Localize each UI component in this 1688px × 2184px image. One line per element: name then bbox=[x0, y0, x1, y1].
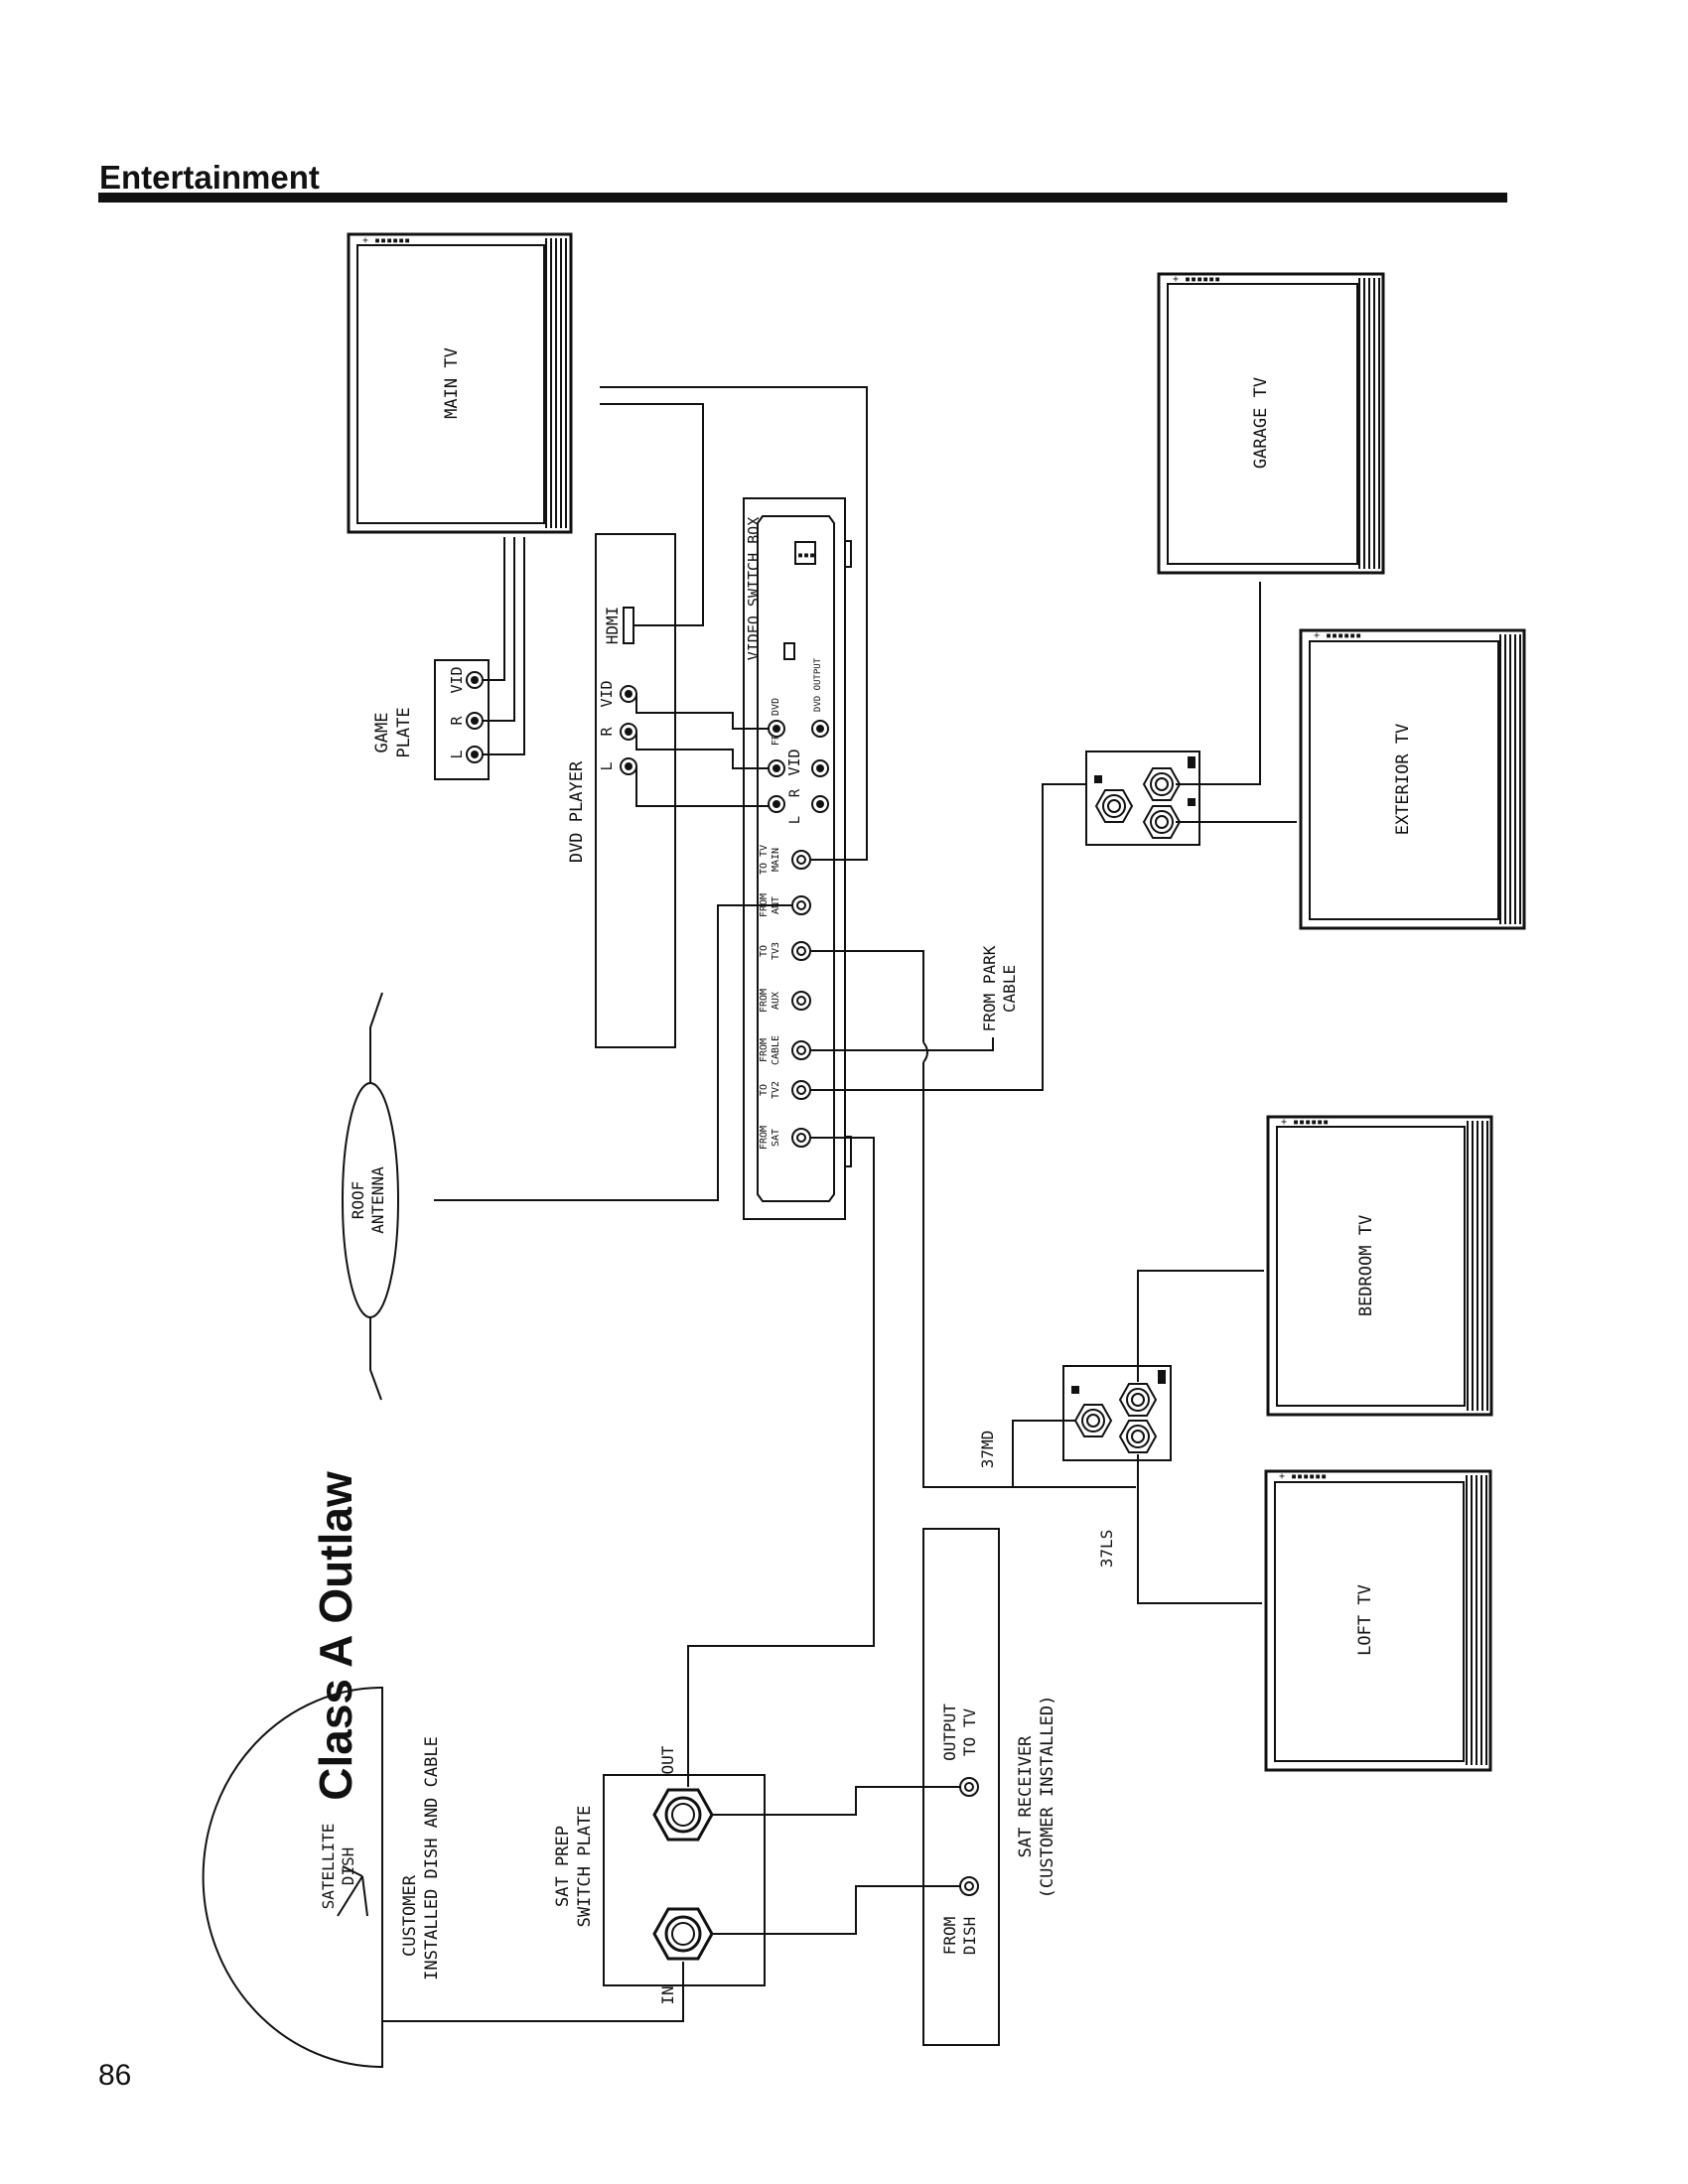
game-plate: VID R L GAME PLATE bbox=[372, 659, 490, 780]
svg-text:▪▪▪: ▪▪▪ bbox=[797, 550, 815, 561]
svg-text:CABLE: CABLE bbox=[771, 1035, 781, 1065]
loft-tv: + ▪▪▪▪▪▪ LOFT TV bbox=[1264, 1469, 1492, 1772]
garage-tv-label: GARAGE TV bbox=[1251, 377, 1271, 469]
svg-text:CABLE: CABLE bbox=[1000, 965, 1019, 1013]
svg-text:+ ▪▪▪▪▪▪: + ▪▪▪▪▪▪ bbox=[1314, 630, 1361, 641]
svg-text:CUSTOMER: CUSTOMER bbox=[400, 1874, 420, 1957]
svg-text:TO: TO bbox=[759, 945, 770, 957]
svg-text:GAME: GAME bbox=[372, 713, 392, 753]
svg-text:TV2: TV2 bbox=[771, 1081, 781, 1099]
svg-text:AUX: AUX bbox=[771, 992, 781, 1010]
loft-tv-label: LOFT TV bbox=[1355, 1584, 1375, 1656]
svg-text:DISH: DISH bbox=[339, 1847, 357, 1886]
diagram-heading: Class A Outlaw bbox=[310, 1471, 361, 1801]
svg-text:DVD OUTPUT: DVD OUTPUT bbox=[813, 657, 823, 712]
svg-text:HDMI: HDMI bbox=[603, 607, 622, 645]
exterior-tv: + ▪▪▪▪▪▪ EXTERIOR TV bbox=[1299, 628, 1526, 930]
satellite-dish: SATELLITE DISH bbox=[202, 1686, 383, 2069]
svg-text:INSTALLED DISH AND CABLE: INSTALLED DISH AND CABLE bbox=[422, 1736, 442, 1980]
svg-text:+ ▪▪▪▪▪▪: + ▪▪▪▪▪▪ bbox=[362, 235, 410, 246]
page-number: 86 bbox=[98, 2059, 132, 2092]
svg-text:DISH: DISH bbox=[960, 1917, 979, 1956]
svg-text:SAT RECEIVER: SAT RECEIVER bbox=[1016, 1735, 1036, 1858]
main-tv: + ▪▪▪▪▪▪ MAIN TV bbox=[347, 232, 573, 534]
svg-text:37MD: 37MD bbox=[978, 1431, 997, 1469]
hdmi-port bbox=[623, 607, 634, 644]
svg-text:L: L bbox=[448, 750, 466, 758]
sat-receiver: OUTPUT TO TV FROM DISH SAT RECEIVER (CUS… bbox=[922, 1528, 1057, 2046]
svg-text:SATELLITE: SATELLITE bbox=[319, 1824, 338, 1910]
svg-text:OUT: OUT bbox=[658, 1745, 677, 1774]
svg-text:TV3: TV3 bbox=[771, 942, 781, 960]
svg-text:+ ▪▪▪▪▪▪: + ▪▪▪▪▪▪ bbox=[1173, 274, 1220, 285]
svg-text:DVD PLAYER: DVD PLAYER bbox=[567, 760, 587, 863]
svg-text:FROM: FROM bbox=[940, 1917, 959, 1956]
svg-text:VID: VID bbox=[785, 749, 803, 775]
sat-prep-switch-plate: OUT IN SAT PREP SWITCH PLATE bbox=[553, 1745, 766, 2005]
bedroom-tv: + ▪▪▪▪▪▪ BEDROOM TV bbox=[1266, 1115, 1493, 1417]
svg-text:L: L bbox=[598, 761, 616, 770]
svg-text:FROM: FROM bbox=[759, 1126, 770, 1150]
garage-tv: + ▪▪▪▪▪▪ GARAGE TV bbox=[1157, 272, 1385, 575]
svg-text:FROM: FROM bbox=[759, 1038, 770, 1062]
svg-text:+ ▪▪▪▪▪▪: + ▪▪▪▪▪▪ bbox=[1281, 1117, 1329, 1128]
roof-antenna: ROOF ANTENNA bbox=[342, 992, 399, 1401]
svg-text:SWITCH PLATE: SWITCH PLATE bbox=[575, 1806, 595, 1928]
svg-text:VID: VID bbox=[598, 680, 616, 707]
main-tv-label: MAIN TV bbox=[442, 347, 462, 419]
bedroom-tv-label: BEDROOM TV bbox=[1356, 1215, 1376, 1316]
svg-text:VIDEO SWITCH BOX: VIDEO SWITCH BOX bbox=[745, 517, 763, 661]
svg-text:SAT PREP: SAT PREP bbox=[553, 1826, 573, 1907]
svg-text:MAIN: MAIN bbox=[771, 848, 781, 872]
svg-text:FROM: FROM bbox=[759, 989, 770, 1013]
exterior-garage-wall-plate bbox=[1085, 751, 1200, 846]
svg-text:37LS: 37LS bbox=[1097, 1530, 1116, 1569]
svg-text:TO TV: TO TV bbox=[960, 1708, 979, 1757]
svg-text:FROM PARK: FROM PARK bbox=[980, 945, 999, 1031]
svg-text:SAT: SAT bbox=[771, 1129, 781, 1147]
svg-text:R: R bbox=[448, 716, 466, 726]
svg-text:TO: TO bbox=[759, 1084, 770, 1096]
exterior-tv-label: EXTERIOR TV bbox=[1393, 724, 1413, 836]
svg-text:L: L bbox=[787, 816, 803, 824]
svg-text:OUTPUT: OUTPUT bbox=[940, 1704, 959, 1761]
svg-text:R: R bbox=[598, 727, 616, 737]
svg-text:+ ▪▪▪▪▪▪: + ▪▪▪▪▪▪ bbox=[1279, 1471, 1327, 1482]
svg-text:(CUSTOMER INSTALLED): (CUSTOMER INSTALLED) bbox=[1038, 1696, 1057, 1899]
dvd-player: HDMI VID R L DVD PLAYER bbox=[567, 533, 676, 1048]
svg-text:R: R bbox=[787, 788, 803, 797]
title-rule bbox=[98, 193, 1507, 203]
svg-text:ROOF: ROOF bbox=[349, 1181, 367, 1220]
svg-text:VID: VID bbox=[448, 666, 466, 693]
bedroom-loft-wall-plate bbox=[1062, 1365, 1172, 1461]
svg-text:ANTENNA: ANTENNA bbox=[368, 1166, 387, 1234]
section-title: Entertainment bbox=[99, 159, 320, 196]
svg-text:PLATE: PLATE bbox=[394, 707, 414, 757]
svg-text:TO TV: TO TV bbox=[759, 845, 770, 875]
svg-text:IN: IN bbox=[658, 1985, 677, 2004]
